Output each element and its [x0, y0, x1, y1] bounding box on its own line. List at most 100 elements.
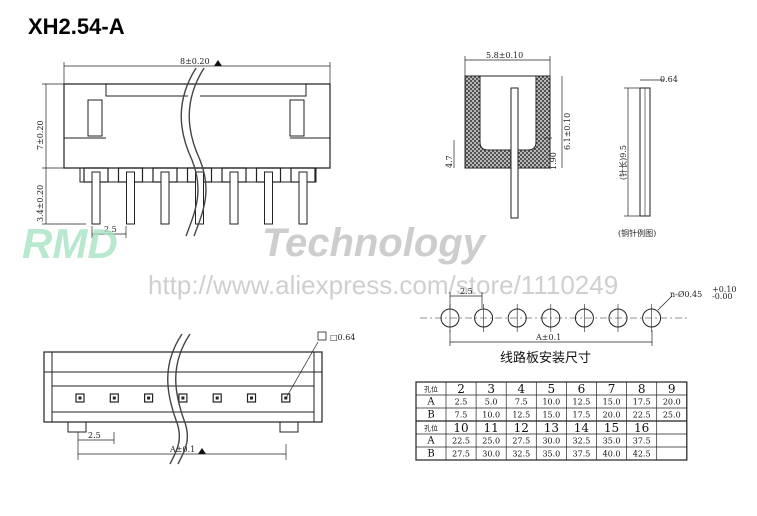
dim-pin-square: 0.64 — [660, 75, 678, 84]
bottom-datum-triangle — [198, 448, 206, 454]
table-cell: 2.5 — [455, 398, 468, 407]
dim-side-depth: 6.1±0.10 — [563, 113, 572, 150]
table-cell: 6 — [578, 382, 586, 396]
table-row-label: 孔位 — [424, 424, 438, 433]
table-cell: 12.5 — [512, 411, 530, 420]
table-cell: 10 — [453, 421, 468, 435]
table-cell: 10.0 — [542, 398, 560, 407]
front-pin — [117, 167, 144, 225]
table-cell: 35.0 — [603, 437, 621, 446]
table-cell: 27.5 — [452, 450, 470, 459]
table-cell: 27.5 — [512, 437, 530, 446]
front-pin — [152, 167, 178, 225]
table-cell: 10.0 — [482, 411, 500, 420]
table-cell: 5 — [548, 382, 556, 396]
table-cell: 22.5 — [633, 411, 651, 420]
bottom-view — [43, 331, 327, 460]
table-cell: 15.0 — [603, 398, 621, 407]
table-cell: 25.0 — [663, 411, 681, 420]
dim-pitch-front: 2.5 — [104, 225, 117, 234]
table-cell: 32.5 — [512, 450, 530, 459]
bottom-pin — [109, 393, 119, 403]
front-pin — [255, 167, 282, 225]
bottom-pins — [75, 393, 291, 403]
table-cell: 25.0 — [482, 437, 500, 446]
table-cell: 35.0 — [542, 450, 560, 459]
table-cell: 2 — [457, 382, 465, 396]
bottom-pin — [75, 393, 85, 403]
pcb-hole — [574, 304, 594, 332]
table-cell: 15 — [604, 421, 619, 435]
table-cell: 12 — [514, 421, 529, 435]
bottom-pin — [281, 393, 291, 403]
table-cell: 20.0 — [663, 398, 681, 407]
table-cell: 14 — [574, 421, 590, 435]
table-cell: 11 — [484, 421, 499, 435]
page-title: XH2.54-A — [28, 14, 125, 39]
watermark-brand: RMD — [22, 220, 118, 267]
table-cell: 7 — [608, 382, 616, 396]
table-cell: 17.5 — [573, 411, 591, 420]
dim-front-width: 8±0.20 — [180, 57, 210, 66]
table-cell: 7.5 — [455, 411, 468, 420]
pcb-title: 线路板安装尺寸 — [500, 350, 591, 366]
table-cell: 37.5 — [633, 437, 651, 446]
front-pin — [83, 167, 109, 225]
dim-bottom-square: □0.64 — [330, 333, 355, 342]
table-cell: 4 — [517, 382, 525, 396]
dim-front-height: 7±0.20 — [36, 120, 45, 150]
bottom-pin — [178, 393, 188, 403]
table-row-label: 孔位 — [424, 385, 438, 394]
pcb-hole — [507, 304, 527, 332]
table-cell: 42.5 — [633, 450, 651, 459]
dim-pcb-pitch: 2.5 — [460, 287, 473, 296]
table-cell: 13 — [544, 421, 559, 435]
table-cell: 12.5 — [573, 398, 591, 407]
table-cell: 3 — [487, 382, 495, 396]
dim-pin-length: 3.4±0.20 — [36, 185, 45, 222]
pin-note: (铜针例图) — [618, 228, 656, 238]
front-pin — [221, 167, 247, 225]
front-break-line — [180, 67, 199, 237]
dim-side-left: 4.7 — [445, 155, 454, 168]
dim-bottom-pitch: 2.5 — [88, 431, 101, 440]
dim-bottom-width: A±0.1 — [169, 445, 195, 454]
table-cell: 20.0 — [603, 411, 621, 420]
table-cell: 16 — [634, 421, 649, 435]
table-cell: 5.0 — [485, 398, 498, 407]
pcb-hole — [440, 304, 460, 332]
front-pins — [83, 167, 316, 225]
table-cell: 8 — [638, 382, 646, 396]
table-cell: 30.0 — [482, 450, 500, 459]
side-section-view — [453, 56, 563, 219]
bottom-break-line — [167, 333, 183, 465]
pcb-hole — [608, 304, 628, 332]
front-datum-triangle — [214, 60, 222, 66]
dim-hole-tol-minus: -0.00 — [712, 292, 733, 301]
pcb-hole — [642, 304, 662, 332]
pcb-hole — [474, 304, 494, 332]
watermark-technology: Technology — [262, 221, 487, 265]
table-cell: 22.5 — [452, 437, 470, 446]
table-row-label: B — [427, 410, 434, 421]
table-cell: 15.0 — [542, 411, 560, 420]
table-cell: 7.5 — [515, 398, 528, 407]
table-row-label: A — [426, 436, 435, 447]
pcb-hole — [541, 304, 561, 332]
dim-side-small: 1.90 — [549, 152, 558, 170]
watermark-url: http://www.aliexpress.com/store/1110249 — [148, 270, 618, 300]
dim-pin-total: (针长)9.5 — [618, 145, 628, 180]
table-cell: 37.5 — [573, 450, 591, 459]
dim-hole-tol-plus: +0.10 — [712, 285, 737, 294]
front-pin — [290, 167, 316, 225]
table-row-label: A — [426, 397, 435, 408]
bottom-pin — [212, 393, 222, 403]
dim-hole-size: n-Ø0.45 — [670, 290, 702, 299]
pin-detail — [624, 79, 664, 217]
table-row-label: B — [427, 449, 434, 460]
table-cell: 32.5 — [573, 437, 591, 446]
bottom-pin — [246, 393, 257, 403]
table-cell: 17.5 — [633, 398, 651, 407]
